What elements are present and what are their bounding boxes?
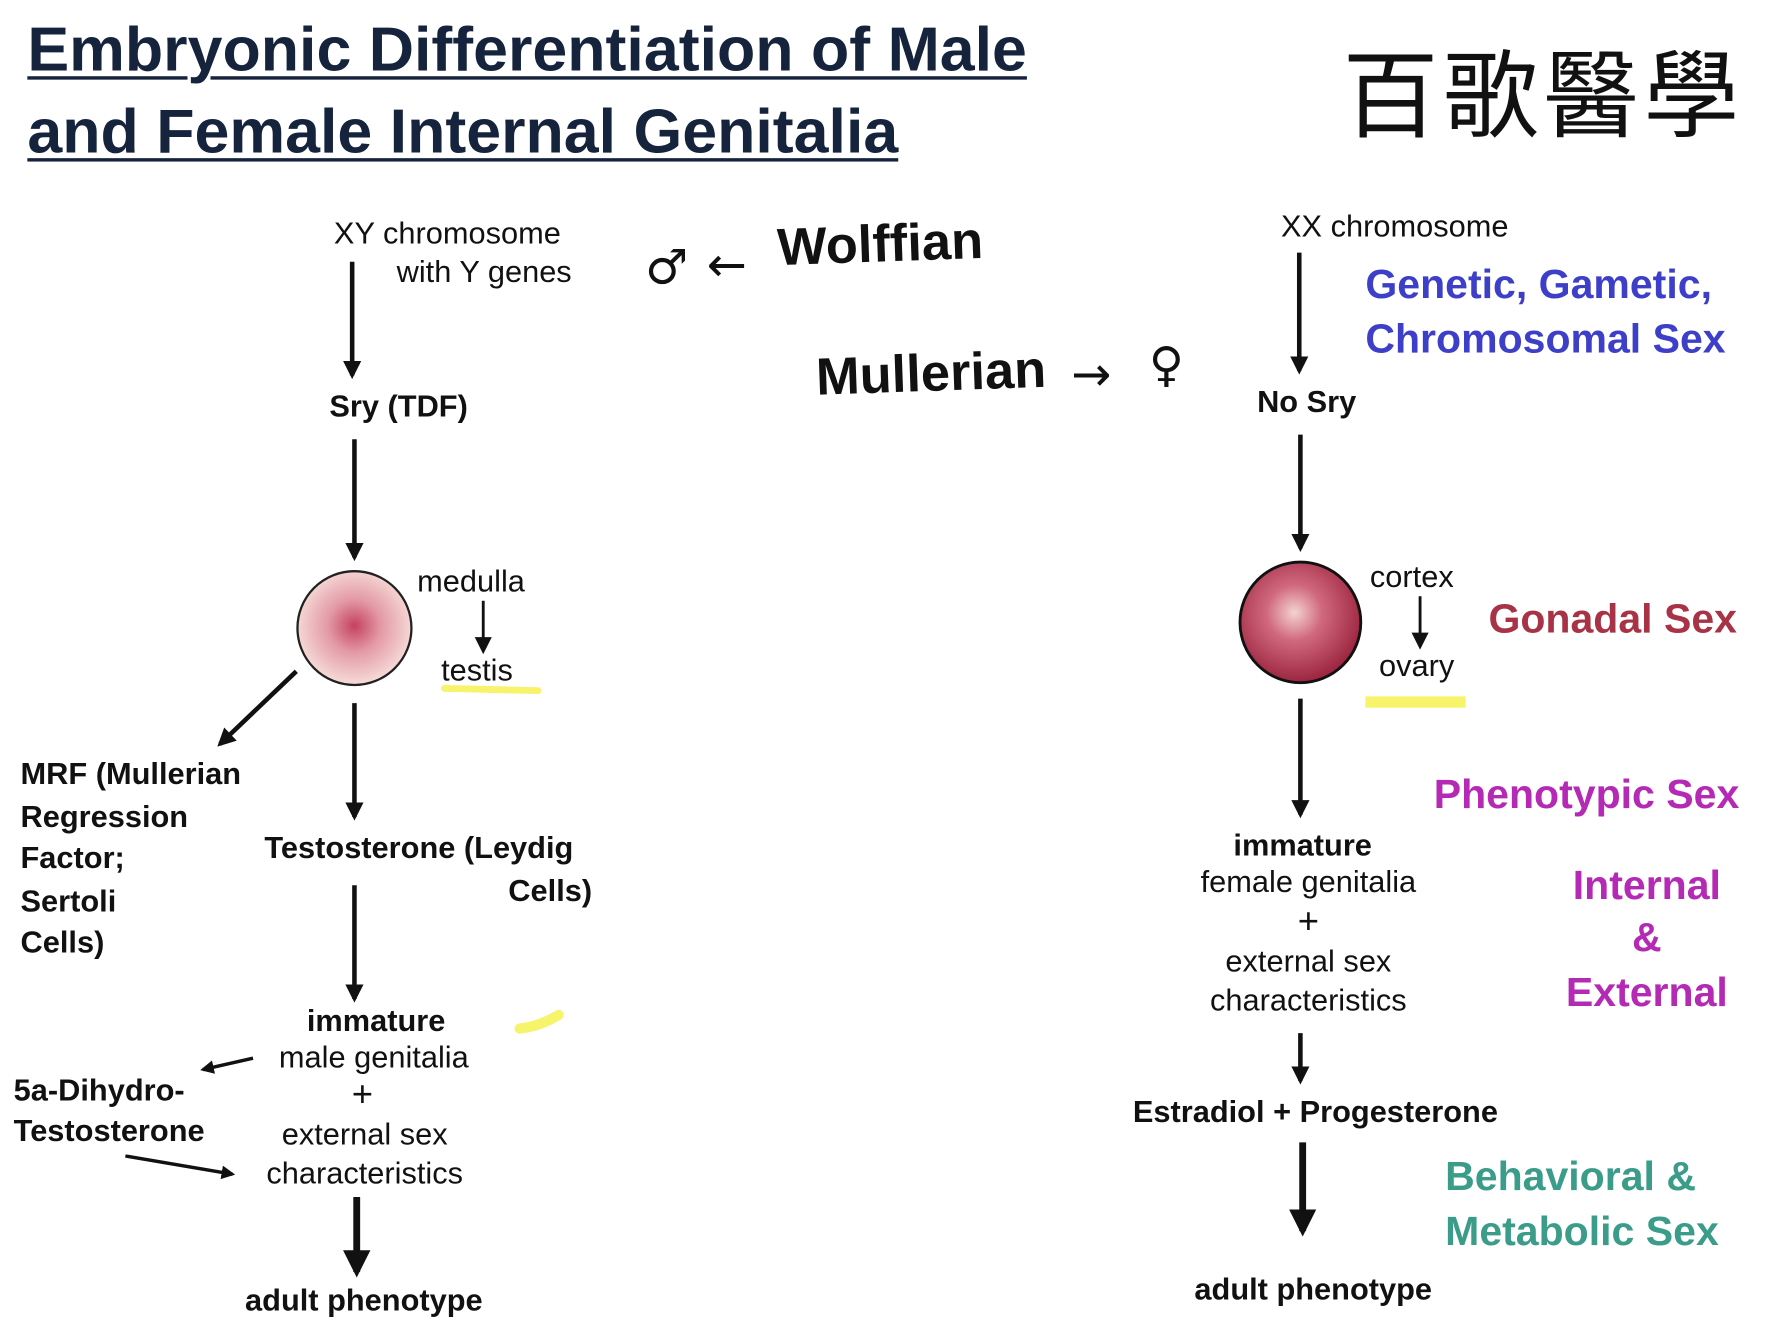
female-plus-sign: + [1297, 899, 1320, 941]
sry-tdf-label: Sry (TDF) [329, 389, 468, 424]
testosterone-label: Testosterone (Leydig [264, 830, 574, 865]
right-arrow-icon: → [1071, 345, 1112, 402]
ovary-highlight [1365, 696, 1466, 708]
mrf-label-line-4: Sertoli [20, 884, 117, 919]
slide-title-line-1: Embryonic Differentiation of Male [27, 13, 1027, 85]
male-immature-label: immature [306, 1003, 446, 1038]
female-external-sex-label: external sex [1225, 944, 1392, 979]
female-characteristics-label: characteristics [1210, 983, 1407, 1018]
dht-label-line-1: 5a-Dihydro- [13, 1072, 185, 1108]
cortex-label: cortex [1369, 559, 1454, 594]
female-symbol-icon: ♀ [1148, 336, 1184, 393]
mrf-label-line-2: Regression [20, 799, 189, 835]
genetic-sex-label-line-2: Chromosomal Sex [1365, 315, 1726, 362]
dht-label-line-2: Testosterone [13, 1113, 205, 1149]
logo-text: 百歌醫學 [1342, 40, 1744, 153]
behavioral-sex-label-line-1: Behavioral & [1445, 1152, 1696, 1200]
slide-title-line-2: and Female Internal Genitalia [27, 95, 899, 167]
arrow-gonad-to-mrf [217, 669, 298, 747]
male-genitalia-label: male genitalia [278, 1039, 469, 1075]
phenotypic-sex-label: Phenotypic Sex [1433, 770, 1740, 817]
y-genes-label: with Y genes [396, 254, 572, 290]
mullerian-label: Mullerian [814, 339, 1048, 407]
mrf-label-line-1: MRF (Mullerian [20, 756, 242, 791]
female-gonad-circle [1238, 560, 1363, 685]
arrow-genitalia-to-dht [200, 1056, 254, 1074]
xx-chromosome-label: XX chromosome [1281, 209, 1509, 244]
no-sry-label: No Sry [1257, 384, 1357, 419]
female-genitalia-label: female genitalia [1200, 864, 1417, 899]
wolffian-label: Wolffian [776, 210, 984, 277]
left-arrow-icon: ← [706, 236, 747, 293]
xy-chromosome-label: XY chromosome [333, 216, 561, 251]
ampersand-label: & [1632, 913, 1662, 961]
male-adult-phenotype-label: adult phenotype [245, 1283, 483, 1318]
mrf-label-line-5: Cells) [20, 925, 105, 960]
leydig-cells-label: Cells) [508, 873, 593, 908]
arrow-dht-to-external [125, 1154, 236, 1180]
internal-label: Internal [1572, 861, 1721, 908]
male-plus-sign: + [351, 1072, 374, 1114]
male-characteristics-label: characteristics [266, 1156, 464, 1191]
male-symbol-icon: ♂ [645, 238, 688, 295]
external-label: External [1565, 968, 1728, 1015]
genetic-sex-label-line-1: Genetic, Gametic, [1365, 260, 1712, 308]
medulla-label: medulla [417, 564, 525, 599]
estradiol-progesterone-label: Estradiol + Progesterone [1132, 1094, 1498, 1129]
behavioral-sex-label-line-2: Metabolic Sex [1445, 1207, 1719, 1254]
testis-highlight [441, 684, 542, 695]
gonadal-sex-label: Gonadal Sex [1488, 595, 1737, 642]
testis-label: testis [441, 653, 513, 688]
mrf-label-line-3: Factor; [20, 840, 125, 875]
ovary-label: ovary [1379, 648, 1455, 683]
male-external-sex-label: external sex [281, 1117, 448, 1152]
female-adult-phenotype-label: adult phenotype [1194, 1272, 1433, 1307]
female-immature-label: immature [1233, 828, 1372, 863]
highlight-mark [514, 1009, 564, 1034]
male-gonad-circle [296, 570, 413, 687]
